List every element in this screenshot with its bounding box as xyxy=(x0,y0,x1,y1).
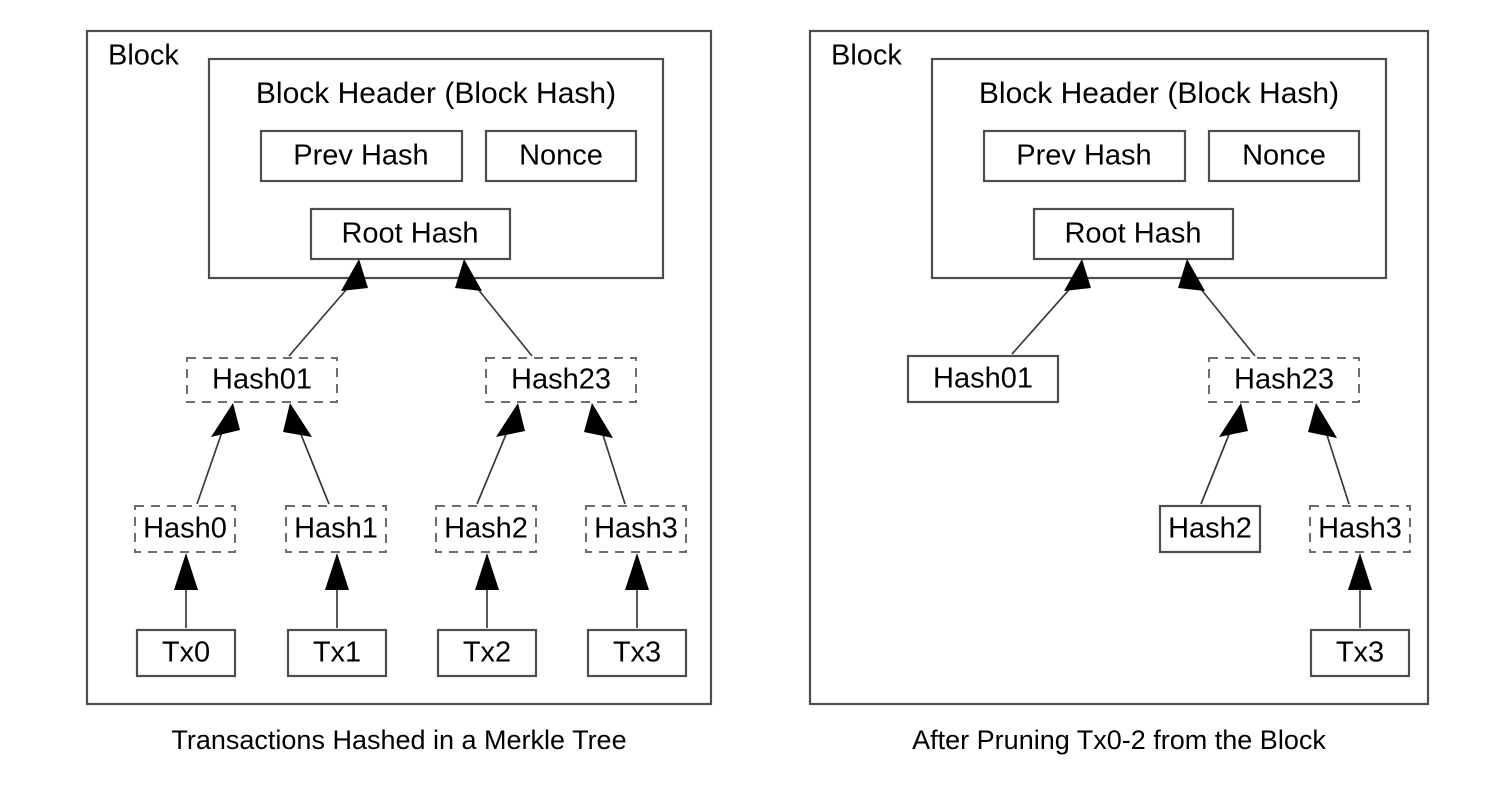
tx0-label-left: Tx0 xyxy=(162,637,210,669)
nonce-label-left: Nonce xyxy=(519,140,603,172)
caption-right: After Pruning Tx0-2 from the Block xyxy=(912,725,1326,755)
hash3-label-right: Hash3 xyxy=(1318,513,1402,545)
edge-tx3-to-hash3-right xyxy=(1348,553,1372,628)
panel-label-left: Block xyxy=(108,40,179,72)
nonce-box-left xyxy=(484,129,638,183)
hash1-label-left: Hash1 xyxy=(294,513,378,545)
panel-label-right: Block xyxy=(831,40,902,72)
hash23-box-left xyxy=(485,357,637,403)
edge-hash3-to-hash23-right xyxy=(1308,403,1350,505)
edge-tx3-to-hash3-left xyxy=(625,553,649,628)
hash01-label-right: Hash01 xyxy=(933,363,1033,395)
panel-left: Block Block Header (Block Hash) Prev Has… xyxy=(85,29,713,755)
tx2-label-left: Tx2 xyxy=(463,637,511,669)
hash01-label-left: Hash01 xyxy=(212,364,312,396)
hash23-label-left: Hash23 xyxy=(511,364,611,396)
hash0-box-left xyxy=(134,505,236,553)
block-header-title-left: Block Header (Block Hash) xyxy=(256,77,616,110)
edge-hash01-to-root-left xyxy=(288,259,368,357)
hash0-label-left: Hash0 xyxy=(143,513,227,545)
tx2-box-left xyxy=(436,628,538,678)
hash01-box-right xyxy=(906,354,1060,404)
edge-tx0-to-hash0-left xyxy=(174,553,198,628)
edge-hash23-to-root-right xyxy=(1178,259,1256,357)
edge-hash2-to-hash23-right xyxy=(1200,403,1248,505)
tx1-label-left: Tx1 xyxy=(313,637,361,669)
hash2-label-right: Hash2 xyxy=(1168,513,1252,545)
caption-left: Transactions Hashed in a Merkle Tree xyxy=(171,725,626,755)
nonce-box-right xyxy=(1207,129,1361,183)
root-hash-label-right: Root Hash xyxy=(1064,218,1201,250)
hash2-box-left xyxy=(435,505,537,553)
edge-tx2-to-hash2-left xyxy=(475,553,499,628)
hash3-box-right xyxy=(1309,505,1411,553)
panel-right: Block Block Header (Block Hash) Prev Has… xyxy=(808,29,1430,755)
hash01-box-left xyxy=(186,357,338,403)
edge-hash2-to-hash23-left xyxy=(476,403,525,505)
prev-hash-label-left: Prev Hash xyxy=(293,140,428,172)
tx3-box-left xyxy=(586,628,688,678)
edge-hash0-to-hash01-left xyxy=(196,403,240,505)
tx3-label-right: Tx3 xyxy=(1336,637,1384,669)
tx3-label-left: Tx3 xyxy=(613,637,661,669)
prev-hash-box-right xyxy=(982,129,1187,183)
hash23-label-right: Hash23 xyxy=(1234,364,1334,396)
block-header-title-right: Block Header (Block Hash) xyxy=(979,77,1339,110)
edge-hash01-to-root-right xyxy=(1011,259,1091,355)
hash2-label-left: Hash2 xyxy=(444,513,528,545)
root-hash-box-left xyxy=(309,207,512,261)
tx0-box-left xyxy=(135,628,237,678)
edge-hash1-to-hash01-left xyxy=(283,403,330,505)
hash23-box-right xyxy=(1208,357,1360,403)
hash3-label-left: Hash3 xyxy=(594,513,678,545)
nonce-label-right: Nonce xyxy=(1242,140,1326,172)
tx1-box-left xyxy=(286,628,388,678)
hash2-box-right xyxy=(1158,504,1262,554)
root-hash-box-right xyxy=(1032,207,1235,261)
edge-tx1-to-hash1-left xyxy=(325,553,349,628)
tx3-box-right xyxy=(1309,628,1411,678)
edge-hash3-to-hash23-left xyxy=(584,403,626,505)
edge-hash23-to-root-left xyxy=(455,259,533,357)
hash3-box-left xyxy=(585,505,687,553)
root-hash-label-left: Root Hash xyxy=(341,218,478,250)
hash1-box-left xyxy=(285,505,387,553)
prev-hash-label-right: Prev Hash xyxy=(1016,140,1151,172)
prev-hash-box-left xyxy=(259,129,464,183)
